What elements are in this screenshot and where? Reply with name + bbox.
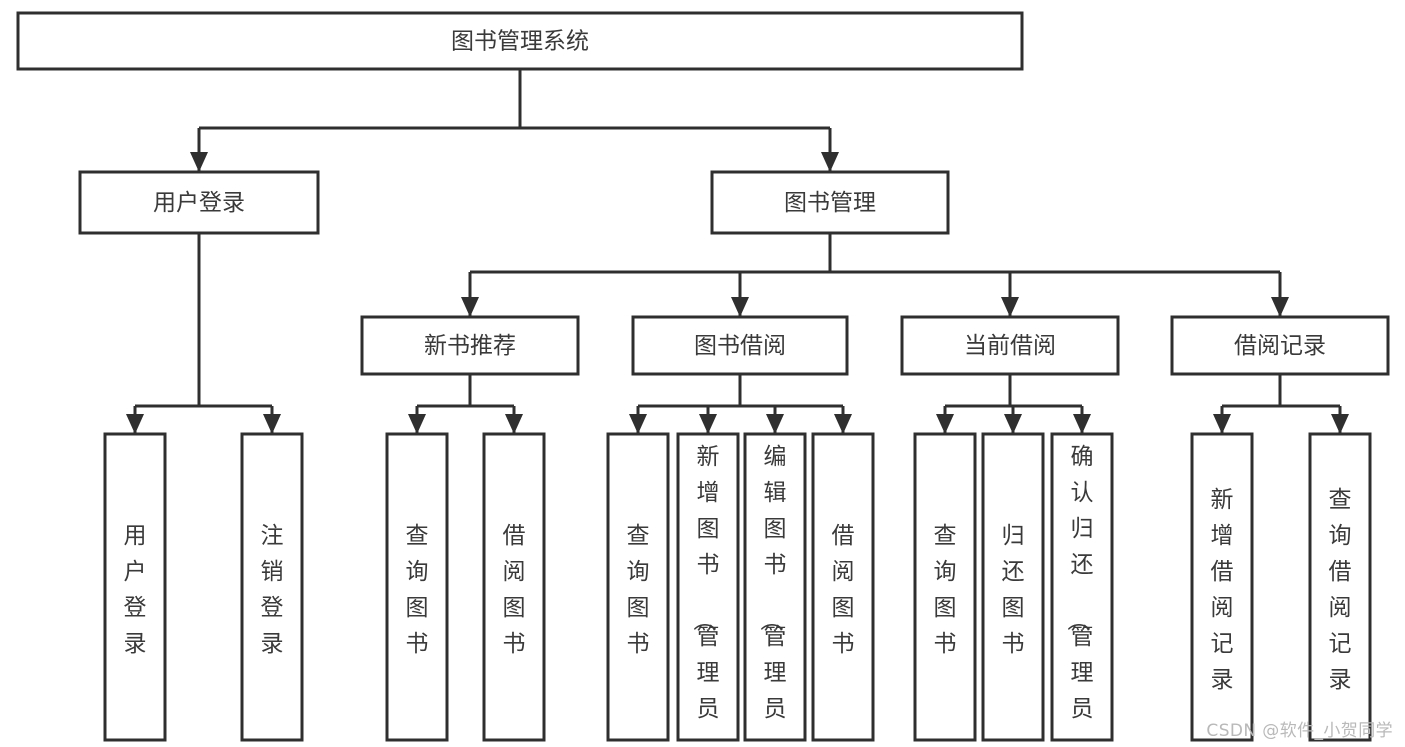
leaf-query-record[interactable]: 查询借阅记录	[1308, 432, 1372, 742]
arrow-head-icon	[1001, 297, 1019, 317]
arrow-head-icon	[1271, 297, 1289, 317]
leaf-query-book-1-box[interactable]	[385, 432, 449, 742]
leaf-return-book-box[interactable]	[981, 432, 1045, 742]
node-book-borrow-box[interactable]	[631, 315, 849, 376]
leaf-logout-box[interactable]	[240, 432, 304, 742]
arrow-head-icon	[821, 152, 839, 172]
leaf-logout[interactable]: 注销登录	[240, 432, 304, 742]
arrow-head-icon	[408, 414, 426, 434]
node-new-book-recommend-label: 新书推荐	[424, 333, 516, 359]
arrow-head-icon	[936, 414, 954, 434]
leaf-borrow-book-2-label: 借阅图书	[832, 523, 855, 657]
leaf-logout-label: 注销登录	[261, 523, 284, 657]
leaf-user-login-box[interactable]	[103, 432, 167, 742]
node-book-management-box[interactable]	[710, 170, 950, 235]
leaf-query-record-label: 查询借阅记录	[1329, 487, 1352, 693]
leaf-add-record-box[interactable]	[1190, 432, 1254, 742]
leaf-borrow-book-1-label: 借阅图书	[503, 523, 526, 657]
leaf-add-book-box[interactable]	[676, 432, 740, 742]
leaf-add-record[interactable]: 新增借阅记录	[1190, 432, 1254, 742]
leaf-return-book[interactable]: 归还图书	[981, 432, 1045, 742]
leaf-query-book-3-label: 查询图书	[934, 523, 957, 657]
arrow-head-icon	[461, 297, 479, 317]
leaf-confirm-return[interactable]: 确认归还（管理员）	[1050, 432, 1114, 747]
leaf-user-login[interactable]: 用户登录	[103, 432, 167, 742]
leaf-borrow-book-1[interactable]: 借阅图书	[482, 432, 546, 742]
node-book-management-label: 图书管理	[784, 190, 876, 216]
leaf-edit-book-box[interactable]	[743, 432, 807, 742]
leaf-query-book-2[interactable]: 查询图书	[606, 432, 670, 742]
leaf-borrow-book-1-box[interactable]	[482, 432, 546, 742]
node-current-borrow[interactable]: 当前借阅	[900, 315, 1120, 376]
leaf-borrow-book-2-box[interactable]	[811, 432, 875, 742]
leaf-user-login-label: 用户登录	[124, 523, 147, 657]
arrow-head-icon	[126, 414, 144, 434]
node-root-system[interactable]: 图书管理系统	[16, 11, 1024, 71]
arrow-head-icon	[699, 414, 717, 434]
node-borrow-record-box[interactable]	[1170, 315, 1390, 376]
node-user-login-label: 用户登录	[153, 190, 245, 216]
arrow-head-icon	[263, 414, 281, 434]
arrow-head-icon	[1073, 414, 1091, 434]
node-user-login-box[interactable]	[78, 170, 320, 235]
leaf-edit-book-label: 编辑图书（管理员）	[758, 444, 787, 747]
node-book-borrow[interactable]: 图书借阅	[631, 315, 849, 376]
node-user-login[interactable]: 用户登录	[78, 170, 320, 235]
arrow-head-icon	[629, 414, 647, 434]
arrow-head-icon	[1331, 414, 1349, 434]
node-borrow-record[interactable]: 借阅记录	[1170, 315, 1390, 376]
node-new-book-recommend-box[interactable]	[360, 315, 580, 376]
leaf-query-book-1-label: 查询图书	[406, 523, 429, 657]
leaf-confirm-return-box[interactable]	[1050, 432, 1114, 742]
arrow-head-icon	[1213, 414, 1231, 434]
leaf-add-record-label: 新增借阅记录	[1211, 487, 1234, 693]
node-book-management[interactable]: 图书管理	[710, 170, 950, 235]
leaf-query-book-1[interactable]: 查询图书	[385, 432, 449, 742]
leaf-add-book-label: 新增图书（管理员）	[691, 444, 720, 747]
leaf-confirm-return-label: 确认归还（管理员）	[1065, 444, 1094, 747]
leaf-add-book[interactable]: 新增图书（管理员）	[676, 432, 740, 747]
leaf-query-record-box[interactable]	[1308, 432, 1372, 742]
connector-layer	[126, 69, 1349, 434]
leaf-return-book-label: 归还图书	[1002, 523, 1025, 657]
leaf-query-book-3-box[interactable]	[913, 432, 977, 742]
arrow-head-icon	[190, 152, 208, 172]
leaf-query-book-2-box[interactable]	[606, 432, 670, 742]
arrow-head-icon	[505, 414, 523, 434]
node-current-borrow-label: 当前借阅	[964, 333, 1056, 359]
node-root-system-box[interactable]	[16, 11, 1024, 71]
arrow-head-icon	[1004, 414, 1022, 434]
node-borrow-record-label: 借阅记录	[1234, 333, 1326, 359]
leaf-borrow-book-2[interactable]: 借阅图书	[811, 432, 875, 742]
leaf-edit-book[interactable]: 编辑图书（管理员）	[743, 432, 807, 747]
node-current-borrow-box[interactable]	[900, 315, 1120, 376]
arrow-head-icon	[766, 414, 784, 434]
node-root-system-label: 图书管理系统	[451, 29, 589, 55]
leaf-query-book-2-label: 查询图书	[627, 523, 650, 657]
node-book-borrow-label: 图书借阅	[694, 333, 786, 359]
leaf-query-book-3[interactable]: 查询图书	[913, 432, 977, 742]
node-layer: 图书管理系统用户登录图书管理新书推荐图书借阅当前借阅借阅记录用户登录注销登录查询…	[16, 11, 1390, 747]
arrow-head-icon	[731, 297, 749, 317]
arrow-head-icon	[834, 414, 852, 434]
node-new-book-recommend[interactable]: 新书推荐	[360, 315, 580, 376]
